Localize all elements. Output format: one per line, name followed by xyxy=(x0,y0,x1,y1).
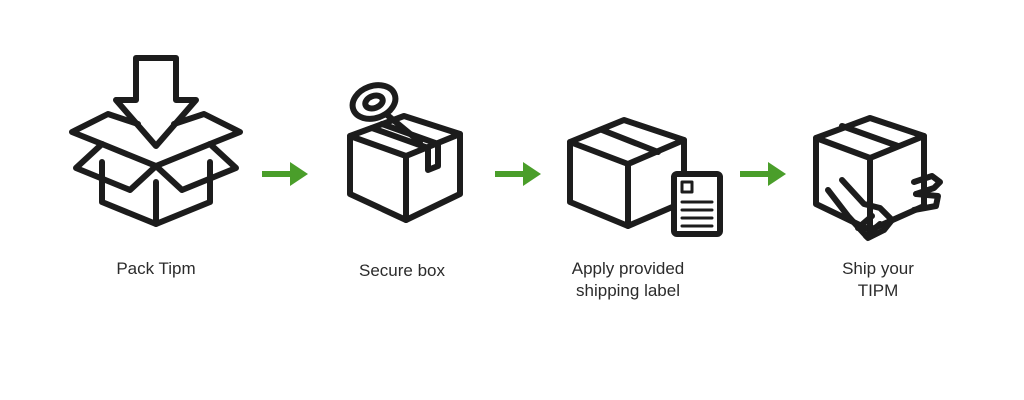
step-label-3-line-1: Apply provided xyxy=(571,259,685,278)
step-arrow-1-icon xyxy=(262,160,308,188)
step-label-3-line-2: shipping label xyxy=(576,281,680,300)
step-label-4-line-1: Ship your xyxy=(842,259,914,278)
taped-box-icon xyxy=(342,78,472,228)
open-box-down-arrow-icon xyxy=(68,54,244,230)
step-label-4-line-2: TIPM xyxy=(857,281,899,300)
step-label-4: Ship your TIPM xyxy=(778,258,978,302)
step-label-2-line-1: Secure box xyxy=(359,261,445,280)
step-arrow-3-icon xyxy=(740,160,786,188)
step-label-2: Secure box xyxy=(302,260,502,282)
box-with-label-icon xyxy=(562,112,732,242)
step-label-1-line-1: Pack Tipm xyxy=(116,259,196,278)
box-in-hands-icon xyxy=(808,112,948,252)
step-label-3: Apply provided shipping label xyxy=(528,258,728,302)
step-label-1: Pack Tipm xyxy=(56,258,256,280)
step-arrow-2-icon xyxy=(495,160,541,188)
